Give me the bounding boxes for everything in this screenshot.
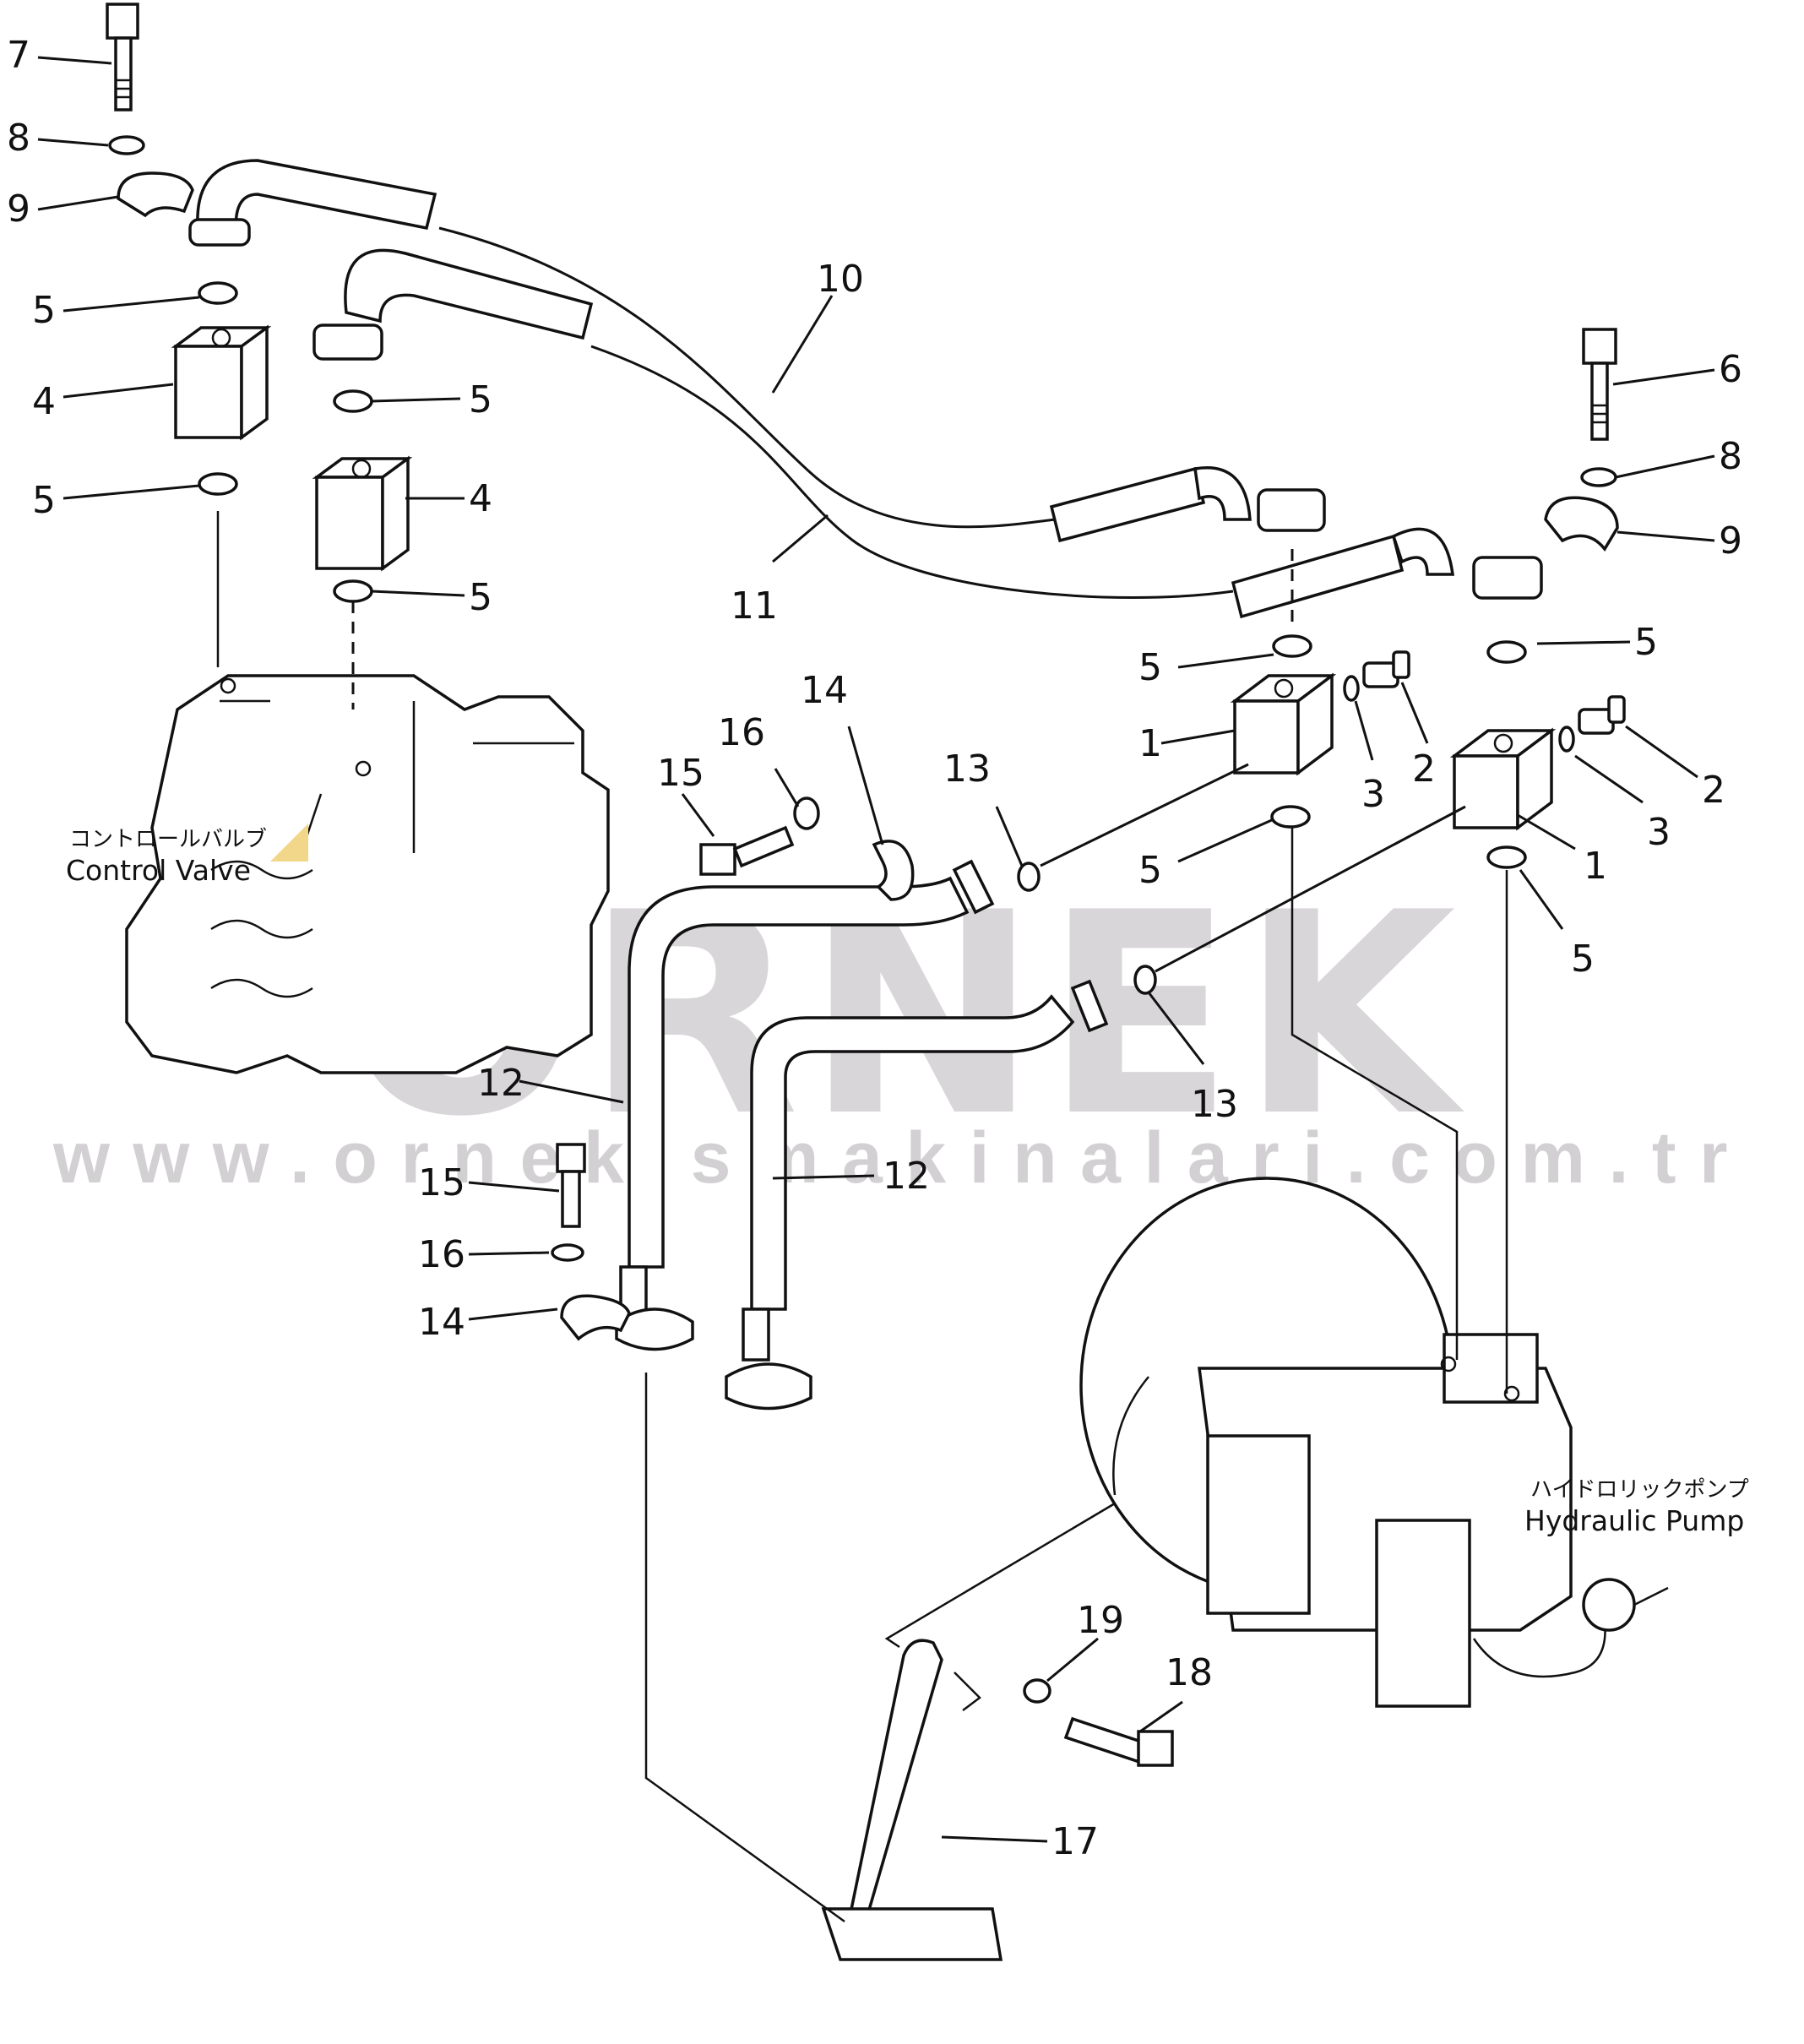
oring-13b xyxy=(1133,965,1157,995)
hose-12a xyxy=(615,859,995,1351)
washer-8 xyxy=(108,135,145,155)
callout-9: 9 xyxy=(1719,519,1742,563)
watermark-url: www.ornekismakinalari.com.tr xyxy=(52,1117,1752,1199)
callout-5: 5 xyxy=(1138,849,1162,892)
block-4a xyxy=(171,324,272,441)
callout-5: 5 xyxy=(1634,621,1658,664)
callout-7: 7 xyxy=(7,34,30,77)
control-valve-label: Control Valve xyxy=(66,854,251,887)
callout-19: 19 xyxy=(1077,1599,1124,1642)
plug-2a xyxy=(1362,650,1410,688)
hose-10 xyxy=(188,159,1326,543)
callout-2: 2 xyxy=(1702,769,1725,812)
callout-11: 11 xyxy=(731,584,778,628)
oring-5h xyxy=(1486,845,1527,869)
washer-8b xyxy=(1580,467,1617,487)
bolt-15a xyxy=(699,825,795,876)
callout-12: 12 xyxy=(477,1062,524,1105)
washer-16b xyxy=(551,1243,584,1262)
component-captions: コントロールバルブ Control Valve ハイドロリックポンプ Hydra… xyxy=(66,824,1749,1537)
callout-15: 15 xyxy=(418,1161,465,1204)
callout-1: 1 xyxy=(1138,722,1162,765)
callout-4: 4 xyxy=(469,477,492,520)
oring-5d xyxy=(333,579,373,603)
callout-14: 14 xyxy=(418,1301,465,1344)
callout-13: 13 xyxy=(943,747,991,791)
callout-5: 5 xyxy=(1138,646,1162,689)
callout-8: 8 xyxy=(1719,435,1742,478)
plug-2b xyxy=(1578,695,1626,735)
callout-3: 3 xyxy=(1647,811,1671,854)
oring-3a xyxy=(1343,675,1360,702)
oring-5f xyxy=(1486,640,1527,664)
callout-10: 10 xyxy=(817,258,864,301)
control-valve-label-jp: コントロールバルブ xyxy=(69,827,267,852)
callout-3: 3 xyxy=(1361,773,1385,816)
control-valve xyxy=(125,674,610,1074)
bolt-15b xyxy=(556,1143,586,1228)
callout-16: 16 xyxy=(718,711,765,754)
callout-12: 12 xyxy=(883,1155,930,1198)
callout-2: 2 xyxy=(1412,747,1436,791)
hose-11 xyxy=(312,248,1543,619)
washer-19 xyxy=(1023,1678,1051,1704)
hose-12b xyxy=(725,979,1109,1411)
callout-5: 5 xyxy=(1571,938,1595,981)
callout-6: 6 xyxy=(1719,348,1742,391)
oring-13a xyxy=(1017,862,1041,892)
block-1a xyxy=(1230,672,1337,776)
callout-15: 15 xyxy=(657,752,704,795)
clamp-14b xyxy=(560,1294,631,1341)
washer-16a xyxy=(793,796,820,830)
clamp-9 xyxy=(117,171,194,218)
callout-8: 8 xyxy=(7,117,30,160)
callout-5: 5 xyxy=(32,479,56,522)
block-1b xyxy=(1449,727,1557,831)
callout-17: 17 xyxy=(1051,1820,1099,1863)
callout-9: 9 xyxy=(7,188,30,231)
callout-18: 18 xyxy=(1166,1651,1213,1694)
hydraulic-pump xyxy=(1079,1177,1669,1708)
bolt-6 xyxy=(1582,328,1617,441)
callout-numbers: 7 8 9 5 4 5 5 4 5 10 11 6 8 9 5 5 1 3 2 … xyxy=(7,34,1742,1863)
hydraulic-pump-label: Hydraulic Pump xyxy=(1524,1504,1744,1537)
oring-3b xyxy=(1558,726,1575,753)
bolt-7 xyxy=(106,3,139,111)
oring-5c xyxy=(333,389,373,413)
callout-5: 5 xyxy=(32,289,56,332)
accent-mark xyxy=(270,824,308,862)
callout-14: 14 xyxy=(801,669,848,712)
callout-5: 5 xyxy=(469,378,492,421)
callout-16: 16 xyxy=(418,1233,465,1276)
bolt-18 xyxy=(1063,1716,1174,1767)
clamp-14a xyxy=(872,840,915,901)
callout-5: 5 xyxy=(469,576,492,619)
oring-5a xyxy=(198,281,238,305)
clamp-9b xyxy=(1544,496,1619,552)
hydraulic-pump-label-jp: ハイドロリックポンプ xyxy=(1530,1477,1749,1503)
callout-1: 1 xyxy=(1584,845,1607,888)
block-4b xyxy=(312,455,413,572)
callout-13: 13 xyxy=(1191,1083,1238,1126)
oring-5e xyxy=(1272,634,1312,658)
leader-lines xyxy=(37,56,1715,1923)
oring-5b xyxy=(198,472,238,496)
oring-5g xyxy=(1270,805,1311,829)
callout-4: 4 xyxy=(32,380,56,423)
bracket-17 xyxy=(821,1639,1003,1961)
